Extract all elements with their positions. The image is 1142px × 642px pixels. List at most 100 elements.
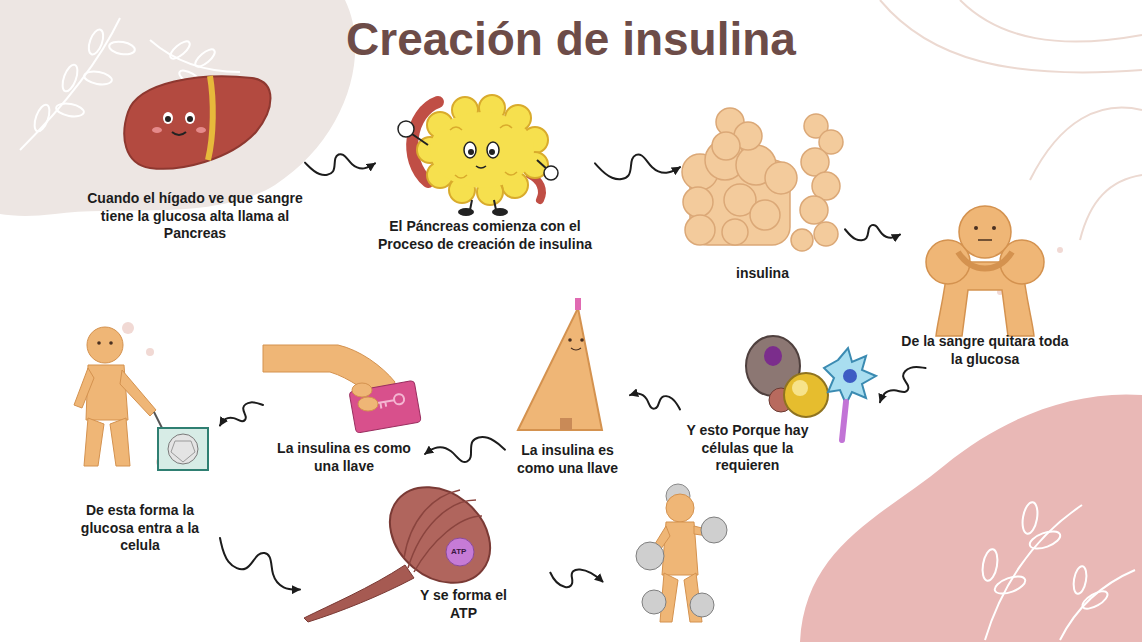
cells-drawing bbox=[764, 346, 782, 366]
leaf-sprig bbox=[1020, 501, 1039, 535]
caption-text: El Páncreas comienza con el Proceso de c… bbox=[375, 218, 595, 253]
muscle-drawing bbox=[371, 467, 509, 602]
leaf-sprig bbox=[1072, 565, 1089, 595]
pancreas-drawing bbox=[430, 112, 534, 188]
leaf-sprig bbox=[83, 70, 113, 87]
decor-dot bbox=[122, 322, 134, 334]
triangle-figure bbox=[560, 418, 572, 430]
leaf-sprig bbox=[20, 18, 120, 150]
decor-line bbox=[960, 0, 1142, 42]
step-caption: El Páncreas comienza con el Proceso de c… bbox=[375, 90, 595, 253]
insulin-drawing bbox=[814, 222, 838, 246]
pancreas-drawing bbox=[492, 208, 508, 216]
insulin-drawing bbox=[685, 215, 715, 245]
caption-text: La insulina es como una llave bbox=[263, 440, 425, 475]
triangle-figure bbox=[518, 308, 602, 430]
illustration-space bbox=[680, 105, 845, 265]
muscle-drawing bbox=[404, 490, 482, 572]
leaf-sprig bbox=[980, 548, 999, 582]
step-caption: insulina bbox=[680, 105, 845, 283]
seated-figure bbox=[958, 252, 1012, 269]
illustration-space bbox=[505, 295, 630, 442]
standing-figure bbox=[97, 341, 101, 345]
illustration-space bbox=[85, 65, 305, 190]
hand-with-card bbox=[393, 393, 405, 405]
caption-text: Cuando el hígado ve que sangre tiene la … bbox=[85, 190, 305, 243]
flow-arrow bbox=[305, 154, 375, 175]
standing-figure bbox=[154, 412, 162, 428]
pancreas-drawing bbox=[470, 200, 496, 210]
seated-figure bbox=[992, 226, 996, 230]
insulin-drawing bbox=[712, 132, 740, 160]
muscle-drawing bbox=[304, 565, 414, 622]
illustration-space bbox=[375, 90, 595, 218]
liver-drawing bbox=[163, 112, 173, 124]
cells-drawing bbox=[784, 373, 828, 417]
leaf-sprig bbox=[985, 505, 1082, 640]
leaf-sprig bbox=[150, 40, 240, 72]
insulin-drawing bbox=[722, 219, 748, 245]
liver-drawing bbox=[187, 116, 193, 122]
liver-drawing bbox=[165, 116, 171, 122]
pancreas-drawing bbox=[489, 149, 495, 155]
standing-figure bbox=[158, 428, 208, 470]
decor-line bbox=[880, 0, 1142, 240]
step-caption: De esta forma la glucosa entra a la celu… bbox=[60, 320, 220, 555]
caption-text: De esta forma la glucosa entra a la celu… bbox=[60, 502, 220, 555]
flow-arrow bbox=[880, 367, 926, 402]
leaf-sprig bbox=[1080, 588, 1110, 612]
flow-arrow bbox=[220, 402, 263, 425]
decor-dot bbox=[1057, 247, 1063, 253]
pancreas-drawing bbox=[487, 142, 499, 158]
pancreas-drawing bbox=[398, 121, 414, 137]
leaf-sprig bbox=[32, 103, 53, 133]
flow-arrow bbox=[220, 538, 300, 589]
decor-line bbox=[1030, 108, 1142, 180]
standing-figure bbox=[74, 327, 156, 466]
cells-drawing bbox=[842, 402, 846, 440]
hand-with-card bbox=[358, 397, 378, 411]
leaf-sprig bbox=[86, 28, 106, 57]
hand-with-card bbox=[349, 380, 421, 433]
cells-drawing bbox=[824, 348, 876, 404]
figure-with-glucose bbox=[666, 494, 694, 522]
leaf-sprig bbox=[1060, 570, 1135, 640]
decor-dot bbox=[146, 348, 154, 356]
hand-with-card bbox=[263, 345, 421, 433]
seated-figure bbox=[974, 226, 978, 230]
insulin-drawing bbox=[683, 187, 713, 217]
flow-arrow bbox=[630, 394, 680, 410]
decor-dot bbox=[109, 247, 1063, 466]
pancreas-drawing bbox=[476, 166, 486, 168]
figure-with-glucose bbox=[636, 542, 664, 570]
figure-with-glucose bbox=[636, 517, 727, 617]
flow-arrow bbox=[550, 569, 603, 587]
cells-drawing bbox=[792, 380, 808, 396]
step-caption: La insulina es como una llave bbox=[505, 295, 630, 477]
pancreas-drawing bbox=[412, 134, 428, 145]
decor-line bbox=[880, 0, 1142, 72]
flow-arrow bbox=[425, 437, 505, 462]
background-blob bbox=[0, 0, 355, 216]
step-caption: Y esto Porque hay células que la requier… bbox=[680, 330, 880, 475]
flow-arrow bbox=[595, 155, 680, 180]
background-blob bbox=[800, 394, 1142, 642]
liver-drawing bbox=[185, 112, 195, 124]
standing-figure bbox=[168, 434, 198, 464]
hand-with-card bbox=[352, 383, 372, 397]
illustration-space bbox=[263, 335, 425, 440]
triangle-figure bbox=[518, 298, 602, 430]
illustration-space bbox=[680, 330, 880, 422]
step-caption: La insulina es como una llave bbox=[263, 335, 425, 475]
cells-drawing bbox=[843, 369, 857, 383]
caption-text: insulina bbox=[680, 265, 845, 283]
leaf-sprig bbox=[60, 63, 81, 93]
step-caption: De la sangre quitara toda la glucosa bbox=[900, 190, 1070, 368]
insulin-drawing bbox=[750, 200, 780, 230]
standing-figure bbox=[74, 327, 208, 470]
diagram-title: Creación de insulina bbox=[0, 14, 1142, 65]
seated-figure bbox=[978, 239, 992, 241]
